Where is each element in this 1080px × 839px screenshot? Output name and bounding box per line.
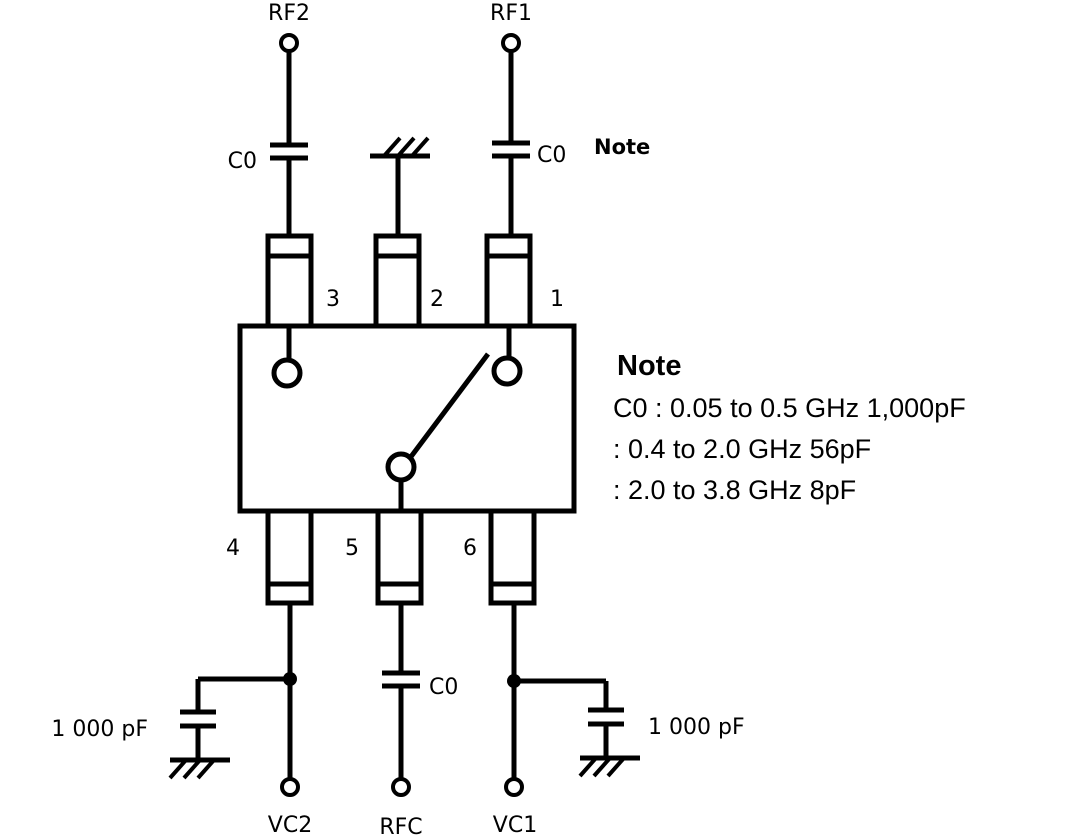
- switch-common-contact-icon: [385, 451, 417, 483]
- pin-number-4: 4: [226, 536, 240, 561]
- terminal-label-rf1: RF1: [490, 1, 532, 26]
- pin-3: [265, 233, 314, 329]
- rf1-terminal-icon[interactable]: [501, 33, 521, 53]
- top-pins: [265, 233, 533, 329]
- note-line-3: : 2.0 to 3.8 GHz 8pF: [613, 475, 856, 505]
- pin2-ground: [370, 136, 430, 236]
- rfc-cap-label: C0: [429, 675, 458, 700]
- pin-6: [488, 508, 537, 606]
- pin-5: [375, 508, 424, 606]
- rf1-branch: [492, 33, 530, 236]
- pin-4: [265, 508, 314, 606]
- pin-number-6: 6: [463, 536, 477, 561]
- note-top-label: Note: [594, 135, 650, 159]
- switch-contact-rf2-icon: [271, 357, 303, 389]
- internal-switch: [271, 326, 523, 511]
- rf2-branch: [270, 33, 308, 236]
- pin-2: [373, 233, 422, 329]
- pin-number-3: 3: [326, 287, 340, 312]
- note-line-2: : 0.4 to 2.0 GHz 56pF: [613, 434, 871, 464]
- pin-number-1: 1: [550, 287, 564, 312]
- vc1-terminal-icon[interactable]: [504, 777, 524, 797]
- pin-number-5: 5: [345, 536, 359, 561]
- vc2-bypass-cap-label: 1 000 pF: [51, 717, 148, 742]
- terminal-label-vc2: VC2: [268, 813, 312, 838]
- vc1-branch: [504, 603, 640, 797]
- note-block: Note C0 : 0.05 to 0.5 GHz 1,000pF : 0.4 …: [613, 350, 966, 505]
- switch-contact-rf1-icon: [491, 355, 523, 387]
- rf2-terminal-icon[interactable]: [279, 33, 299, 53]
- vc2-branch: [168, 603, 300, 797]
- bottom-pins: [265, 508, 537, 606]
- note-line-1: C0 : 0.05 to 0.5 GHz 1,000pF: [613, 393, 966, 423]
- rfc-branch: [382, 603, 420, 797]
- pin-number-2: 2: [430, 287, 444, 312]
- terminal-label-vc1: VC1: [493, 813, 537, 838]
- note-title: Note: [617, 350, 681, 382]
- rf2-cap-label: C0: [228, 149, 257, 174]
- terminal-label-rfc: RFC: [379, 815, 422, 839]
- terminal-label-rf2: RF2: [268, 1, 310, 26]
- pin-1: [484, 233, 533, 329]
- vc2-terminal-icon[interactable]: [280, 777, 300, 797]
- vc1-bypass-cap-label: 1 000 pF: [648, 715, 745, 740]
- rf1-cap-label: C0: [537, 143, 566, 168]
- rfc-terminal-icon[interactable]: [391, 777, 411, 797]
